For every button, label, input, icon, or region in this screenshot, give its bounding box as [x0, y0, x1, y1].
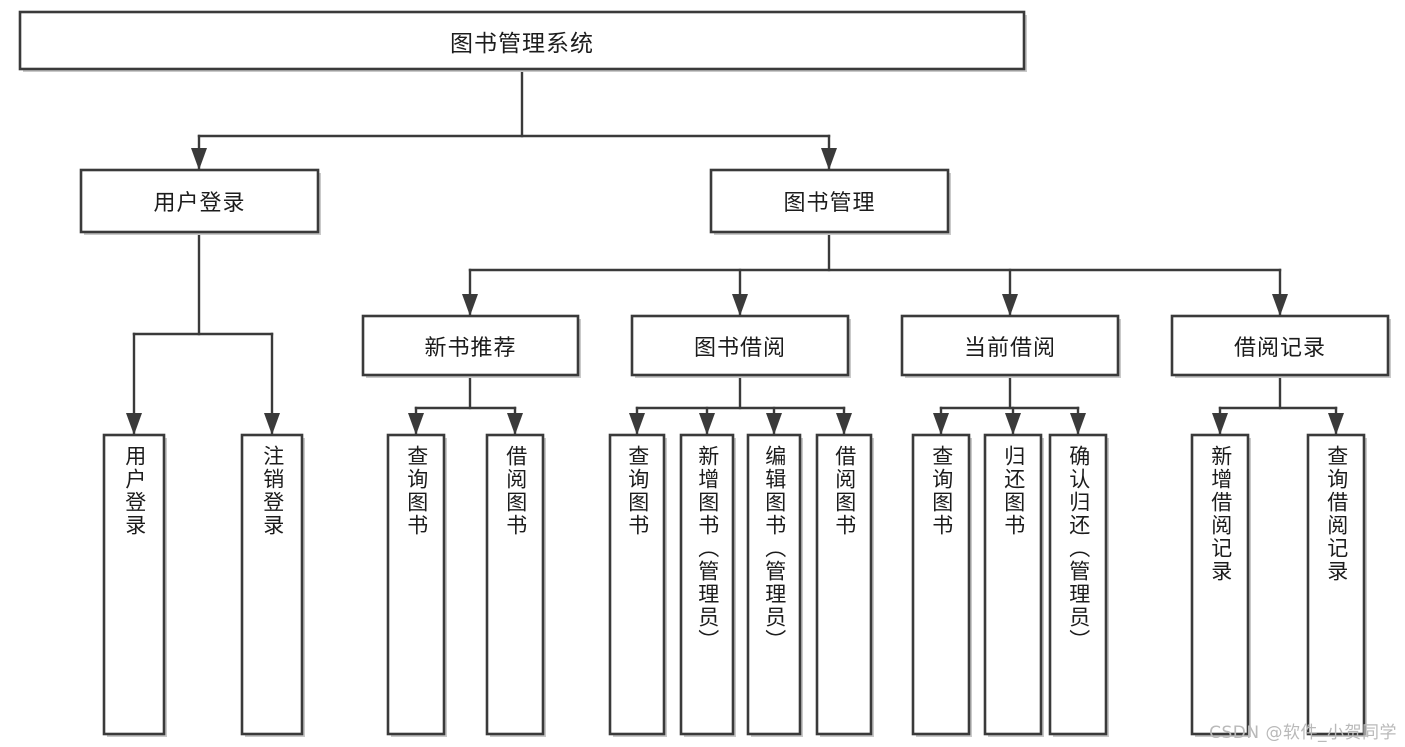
node-leaf-add-book[interactable] [679, 433, 735, 736]
node-book-borrow[interactable] [630, 314, 850, 377]
node-leaf-borrow-book-recommend[interactable] [485, 433, 545, 736]
node-leaf-query-book-recommend[interactable] [386, 433, 446, 736]
node-user-login[interactable] [79, 168, 320, 234]
node-leaf-confirm-return[interactable] [1048, 433, 1108, 736]
arrow-head-icon [1070, 413, 1086, 435]
node-leaf-query-book-current[interactable] [911, 433, 971, 736]
arrow-head-icon [732, 294, 748, 316]
node-leaf-borrow-book[interactable] [815, 433, 873, 736]
arrow-head-icon [191, 148, 207, 170]
arrow-head-icon [821, 148, 837, 170]
arrow-head-icon [629, 413, 645, 435]
arrow-head-icon [1005, 413, 1021, 435]
arrow-head-icon [264, 413, 280, 435]
arrow-head-icon [1212, 413, 1228, 435]
node-borrow-record[interactable] [1170, 314, 1390, 377]
arrow-head-icon [408, 413, 424, 435]
node-leaf-add-borrow-record[interactable] [1190, 433, 1250, 736]
node-leaf-query-borrow-record[interactable] [1306, 433, 1366, 736]
arrow-head-icon [836, 413, 852, 435]
node-book-management[interactable] [709, 168, 950, 234]
arrow-head-icon [699, 413, 715, 435]
arrow-head-icon [1002, 294, 1018, 316]
arrow-head-icon [507, 413, 523, 435]
arrow-head-icon [126, 413, 142, 435]
arrow-head-icon [1272, 294, 1288, 316]
arrow-head-icon [766, 413, 782, 435]
arrow-head-icon [1328, 413, 1344, 435]
node-leaf-logout-login[interactable] [240, 433, 304, 736]
arrow-head-icon [933, 413, 949, 435]
node-leaf-query-book-borrow[interactable] [608, 433, 666, 736]
node-current-borrow[interactable] [900, 314, 1120, 377]
node-new-book-recommend[interactable] [361, 314, 580, 377]
node-root[interactable] [18, 10, 1026, 71]
watermark-text: CSDN @软件_小贺同学 [1209, 723, 1397, 743]
node-leaf-return-book[interactable] [983, 433, 1043, 736]
arrow-head-icon [462, 294, 478, 316]
boxes-layer [18, 10, 1391, 737]
node-leaf-edit-book[interactable] [746, 433, 802, 736]
connectors-layer [126, 67, 1344, 436]
node-leaf-user-login[interactable] [102, 433, 166, 736]
